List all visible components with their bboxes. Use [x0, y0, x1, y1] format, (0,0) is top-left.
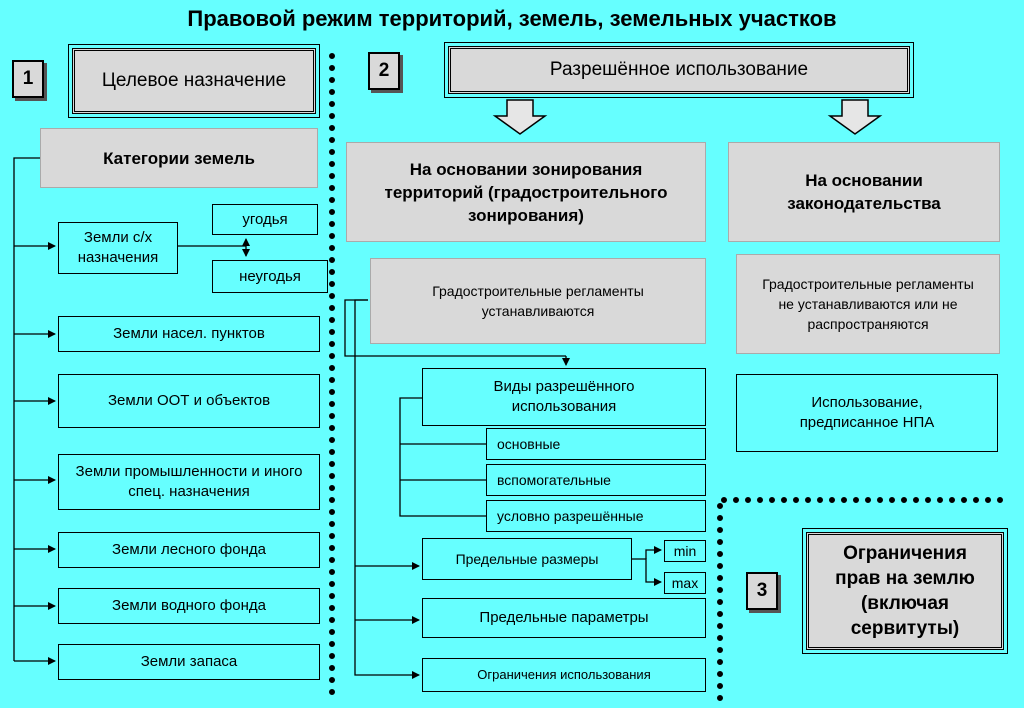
land-forest: Земли лесного фонда — [58, 532, 320, 568]
limit-min: min — [664, 540, 706, 562]
land-reserve: Земли запаса — [58, 644, 320, 680]
usage-types: Виды разрешённого использования — [422, 368, 706, 426]
usage-main: основные — [486, 428, 706, 460]
land-industry: Земли промышленности и иного спец. назна… — [58, 454, 320, 510]
land-settlements: Земли насел. пунктов — [58, 316, 320, 352]
categories-header: Категории земель — [40, 128, 318, 188]
usage-auxiliary: вспомогательные — [486, 464, 706, 496]
land-agri: Земли с/х назначения — [58, 222, 178, 274]
npa-usage: Использование, предписанное НПА — [736, 374, 998, 452]
limit-params: Предельные параметры — [422, 598, 706, 638]
regulations-not-set: Градостроительные регламенты не устанавл… — [736, 254, 1000, 354]
agri-sub-unuseful: неугодья — [212, 260, 328, 293]
limit-sizes: Предельные размеры — [422, 538, 632, 580]
law-header: На основании законодательства — [728, 142, 1000, 242]
section-3-number: 3 — [746, 572, 778, 610]
section-2-header: Разрешённое использование — [444, 42, 914, 98]
zoning-header: На основании зонирования территорий (гра… — [346, 142, 706, 242]
section-1-header: Целевое назначение — [68, 44, 320, 118]
agri-sub-useful: угодья — [212, 204, 318, 235]
block-arrow-icon — [492, 99, 883, 135]
land-water: Земли водного фонда — [58, 588, 320, 624]
page-title: Правовой режим территорий, земель, земел… — [187, 6, 837, 31]
section-3-header: Ограничения прав на землю (включая серви… — [802, 528, 1008, 654]
section-1-tree — [13, 157, 250, 665]
dotted-separators — [329, 53, 1013, 703]
section-1-number: 1 — [12, 60, 44, 98]
usage-restrictions: Ограничения использования — [422, 658, 706, 692]
land-protected: Земли ООТ и объектов — [58, 374, 320, 428]
regulations-set: Градостроительные регламенты устанавлива… — [370, 258, 706, 344]
limit-max: max — [664, 572, 706, 594]
section-2-number: 2 — [368, 52, 400, 90]
usage-conditional: условно разрешённые — [486, 500, 706, 532]
section-2-tree — [344, 299, 662, 679]
